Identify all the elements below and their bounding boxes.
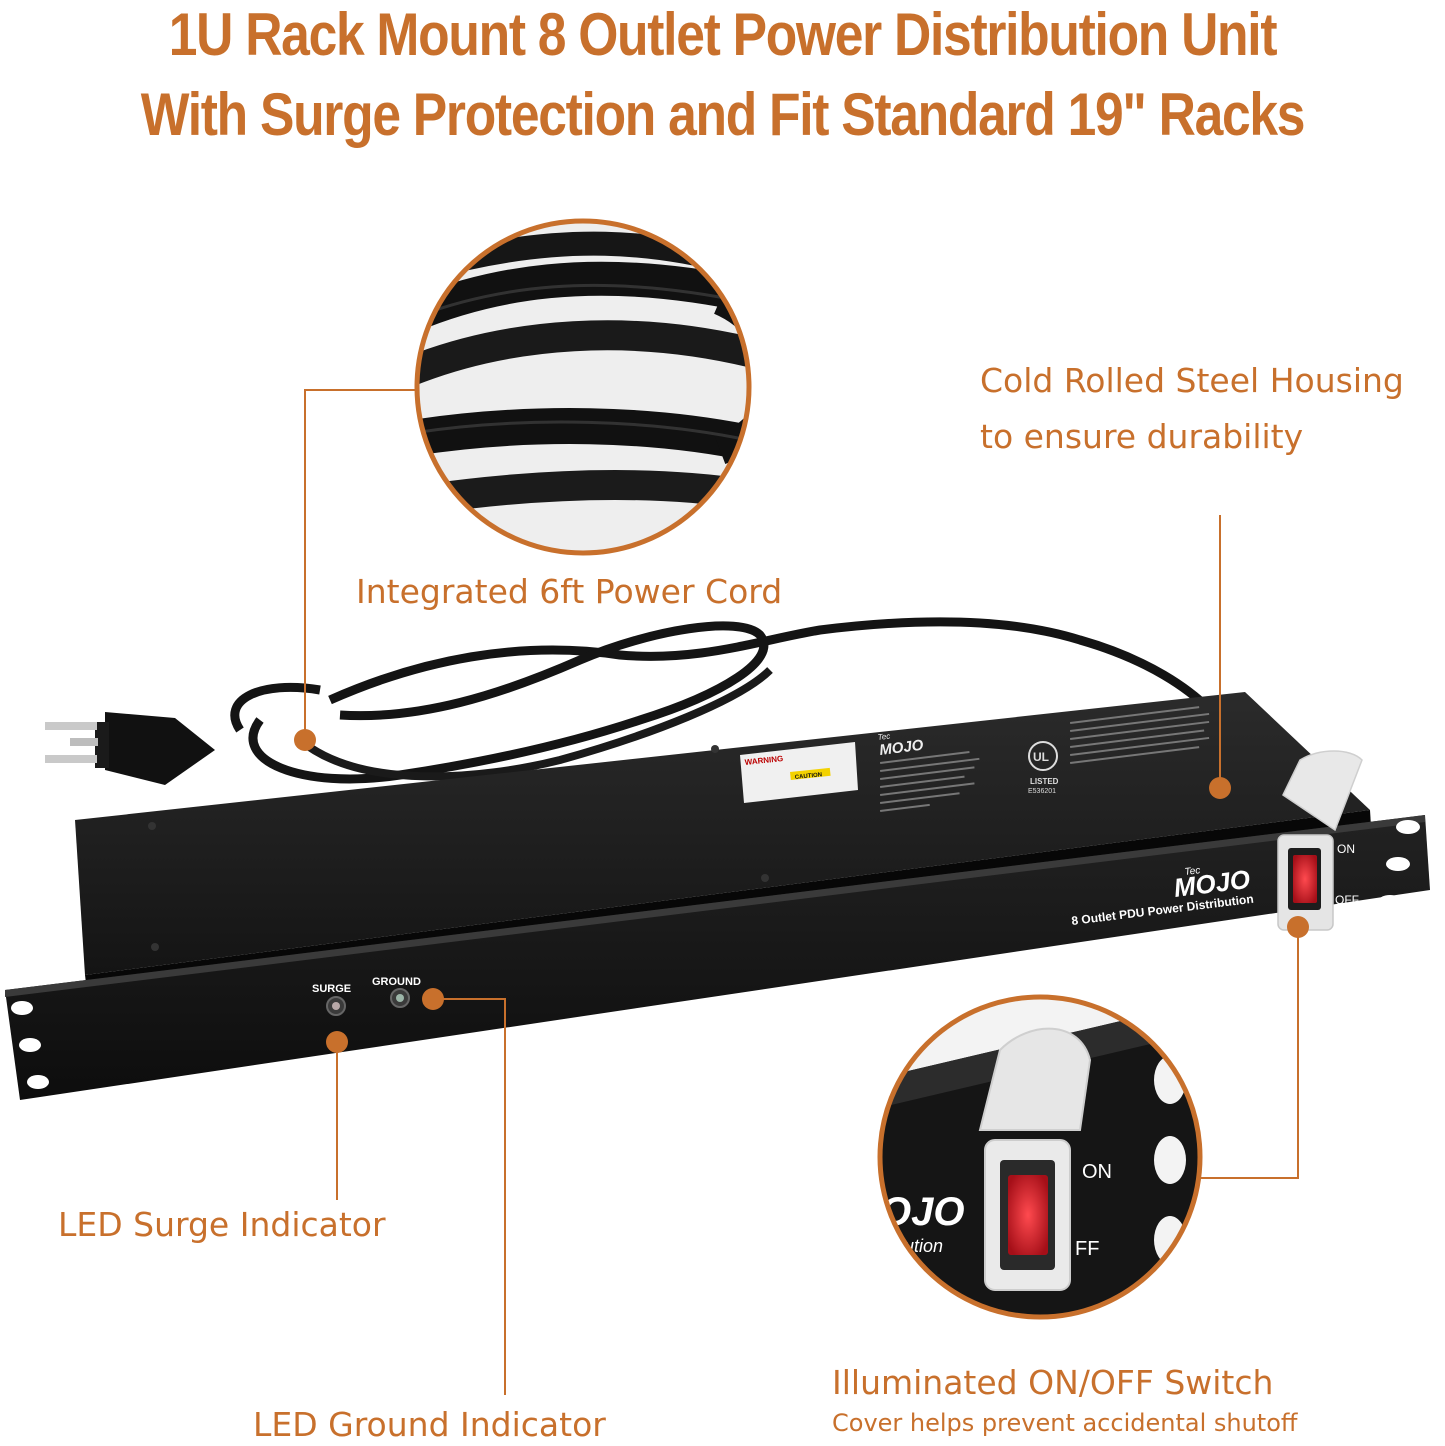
spec-label: Tec MOJO UL LISTED E536201 (877, 706, 1210, 812)
power-switch[interactable]: ON OFF (1277, 750, 1363, 931)
plug (45, 712, 215, 785)
switch-zoom-circle: ON FF OJO ibution (877, 994, 1203, 1320)
pdu-body (5, 692, 1430, 1100)
ul-mark: UL (1033, 750, 1049, 764)
surge-led-label: SURGE (312, 983, 351, 995)
warning-title: WARNING (744, 754, 783, 767)
callout-surge: LED Surge Indicator (58, 1205, 386, 1244)
surge-led: SURGE (312, 983, 351, 1016)
leader-lines (304, 389, 1299, 1395)
ground-led: GROUND (372, 976, 421, 1008)
spec-brand-small: Tec (877, 732, 891, 742)
callout-housing-line-1: Cold Rolled Steel Housing (980, 361, 1404, 400)
zoom-brand-text: OJO (880, 1190, 964, 1234)
page-title-line-2: With Surge Protection and Fit Standard 1… (140, 81, 1306, 148)
zoom-on-label: ON (1082, 1161, 1112, 1183)
off-label: OFF (1335, 893, 1359, 907)
ground-led-label: GROUND (372, 976, 421, 988)
leader-dots (294, 729, 1309, 1053)
callout-ground: LED Ground Indicator (253, 1405, 606, 1444)
callout-power-cord: Integrated 6ft Power Cord (356, 572, 783, 611)
zoom-model-text: ibution (890, 1236, 943, 1256)
ul-number: E536201 (1028, 788, 1056, 795)
front-brand-small: Tec (1184, 865, 1201, 878)
callout-housing-line-2: to ensure durability (980, 417, 1304, 456)
spec-brand: MOJO (878, 737, 924, 759)
page-title-line-1: 1U Rack Mount 8 Outlet Power Distributio… (168, 1, 1278, 68)
zoom-off-label: FF (1075, 1238, 1099, 1260)
power-cord (230, 617, 1214, 784)
ul-listed: LISTED (1030, 777, 1059, 786)
cord-zoom-circle (414, 218, 752, 556)
callout-switch-title: Illuminated ON/OFF Switch (832, 1363, 1274, 1402)
caution-title: CAUTION (795, 772, 823, 781)
warning-label: WARNING CAUTION (740, 742, 858, 803)
callout-switch-subtitle: Cover helps prevent accidental shutoff (832, 1409, 1298, 1437)
on-label: ON (1337, 842, 1355, 856)
